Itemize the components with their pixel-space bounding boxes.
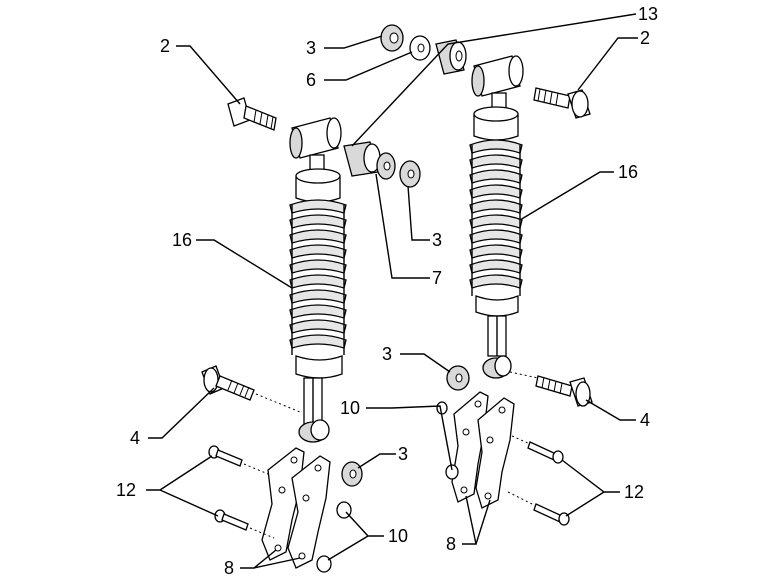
spring-coils-left xyxy=(289,199,347,349)
nuts-10-right xyxy=(436,401,459,480)
bracket-8-left xyxy=(261,447,331,569)
callout-10-right: 10 xyxy=(340,398,360,418)
callout-3-top: 3 xyxy=(306,38,316,58)
bolt-2-right xyxy=(533,87,591,119)
callout-2-left: 2 xyxy=(160,36,170,56)
screws-12-right xyxy=(507,435,570,526)
spacer-3-top xyxy=(380,24,404,52)
screws-12-left xyxy=(208,445,275,539)
callout-3-low: 3 xyxy=(398,444,408,464)
callout-8-left: 8 xyxy=(224,558,234,578)
callout-3-mid: 3 xyxy=(432,230,442,250)
shock-absorber-right xyxy=(469,55,524,379)
callout-6: 6 xyxy=(306,70,316,90)
bolt-2-left xyxy=(227,97,277,131)
callout-labels: 2 3 6 13 2 16 16 3 7 3 10 4 4 3 12 12 10… xyxy=(116,4,658,578)
leader-lines xyxy=(146,13,638,569)
callout-4-left: 4 xyxy=(130,428,140,448)
nuts-10-left xyxy=(316,501,352,573)
callout-16-left: 16 xyxy=(172,230,192,250)
washer-6 xyxy=(409,35,431,61)
callout-12-right: 12 xyxy=(624,482,644,502)
spacer-3-mid xyxy=(376,152,396,180)
callout-12-left: 12 xyxy=(116,480,136,500)
callout-8-right: 8 xyxy=(446,534,456,554)
callout-7: 7 xyxy=(432,268,442,288)
callout-3-right: 3 xyxy=(382,344,392,364)
bushing-7 xyxy=(343,141,381,177)
callout-16-right: 16 xyxy=(618,162,638,182)
spring-coils-right xyxy=(469,139,523,289)
bracket-8-right xyxy=(451,391,515,509)
callout-10-left: 10 xyxy=(388,526,408,546)
bushing-13 xyxy=(435,39,467,75)
shock-absorber-left xyxy=(289,117,347,443)
spacer-3-right xyxy=(399,160,421,188)
bolt-4-left xyxy=(201,365,301,413)
callout-4-right: 4 xyxy=(640,410,650,430)
spacer-3-right-lower xyxy=(446,365,470,391)
bolt-4-right xyxy=(509,371,593,407)
callout-2-right: 2 xyxy=(640,28,650,48)
callout-13: 13 xyxy=(638,4,658,24)
spacer-3-left-lower xyxy=(341,461,363,487)
